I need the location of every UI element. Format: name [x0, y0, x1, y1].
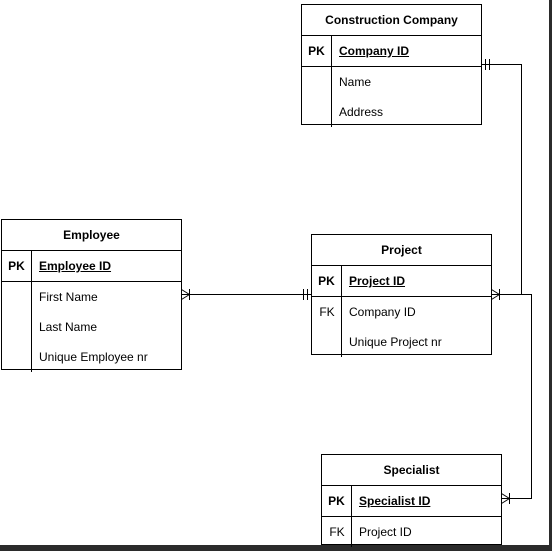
key-label: [302, 67, 332, 97]
primary-key-row: PK Specialist ID: [322, 486, 501, 517]
key-label: PK: [322, 486, 352, 516]
attribute-list: First Name Last Name Unique Employee nr: [2, 282, 181, 372]
attribute-name: Unique Project nr: [349, 335, 442, 349]
key-label: [312, 327, 342, 357]
attribute-list: Name Address: [302, 67, 481, 127]
primary-key-attribute: Company ID: [339, 44, 410, 58]
attribute-row: Last Name: [2, 312, 181, 342]
one-or-many-marker-project: [491, 289, 500, 300]
attribute-name: First Name: [39, 290, 98, 304]
key-label: [2, 282, 32, 312]
key-label: PK: [312, 266, 342, 296]
attribute-row: FK Company ID: [312, 297, 491, 327]
attribute-row: Unique Project nr: [312, 327, 491, 357]
primary-key-row: PK Employee ID: [2, 251, 181, 282]
key-label: FK: [329, 525, 345, 539]
attribute-row: Unique Employee nr: [2, 342, 181, 372]
entity-title: Employee: [2, 220, 181, 251]
attribute-name: Last Name: [39, 320, 98, 334]
key-label: PK: [302, 36, 332, 66]
attribute-name: Name: [339, 75, 372, 89]
attribute-row: Name: [302, 67, 481, 97]
attribute-name: Company ID: [349, 305, 416, 319]
attribute-row: FK Project ID: [322, 517, 501, 547]
attribute-name: Project ID: [359, 525, 412, 539]
primary-key-attribute: Specialist ID: [359, 494, 431, 508]
attribute-row: First Name: [2, 282, 181, 312]
attribute-list: FK Project ID: [322, 517, 501, 547]
one-and-only-one-marker-project: [303, 289, 308, 300]
attribute-row: Address: [302, 97, 481, 127]
entity-employee[interactable]: Employee PK Employee ID First Name Last …: [1, 219, 182, 372]
key-label: PK: [2, 251, 32, 281]
primary-key-attribute: Employee ID: [39, 259, 112, 273]
entity-project[interactable]: Project PK Project ID FK Company ID Uniq…: [311, 234, 492, 357]
primary-key-attribute: Project ID: [349, 274, 406, 288]
entity-title: Specialist: [322, 455, 501, 486]
one-and-only-one-marker-company: [485, 59, 490, 70]
relationship-project-specialist: [491, 294, 532, 499]
one-or-many-marker-specialist: [501, 493, 510, 504]
primary-key-row: PK Project ID: [312, 266, 491, 297]
entity-specialist[interactable]: Specialist PK Specialist ID FK Project I…: [321, 454, 502, 547]
key-label: [302, 97, 332, 127]
attribute-name: Unique Employee nr: [39, 350, 148, 364]
attribute-name: Address: [339, 105, 384, 119]
key-label: FK: [319, 305, 335, 319]
one-or-many-marker-employee: [181, 289, 190, 300]
entity-title: Project: [312, 235, 491, 266]
entity-construction-company[interactable]: Construction Company PK Company ID Name …: [301, 4, 482, 127]
entity-title: Construction Company: [302, 5, 481, 36]
attribute-list: FK Company ID Unique Project nr: [312, 297, 491, 357]
key-label: [2, 342, 32, 372]
key-label: [2, 312, 32, 342]
primary-key-row: PK Company ID: [302, 36, 481, 67]
